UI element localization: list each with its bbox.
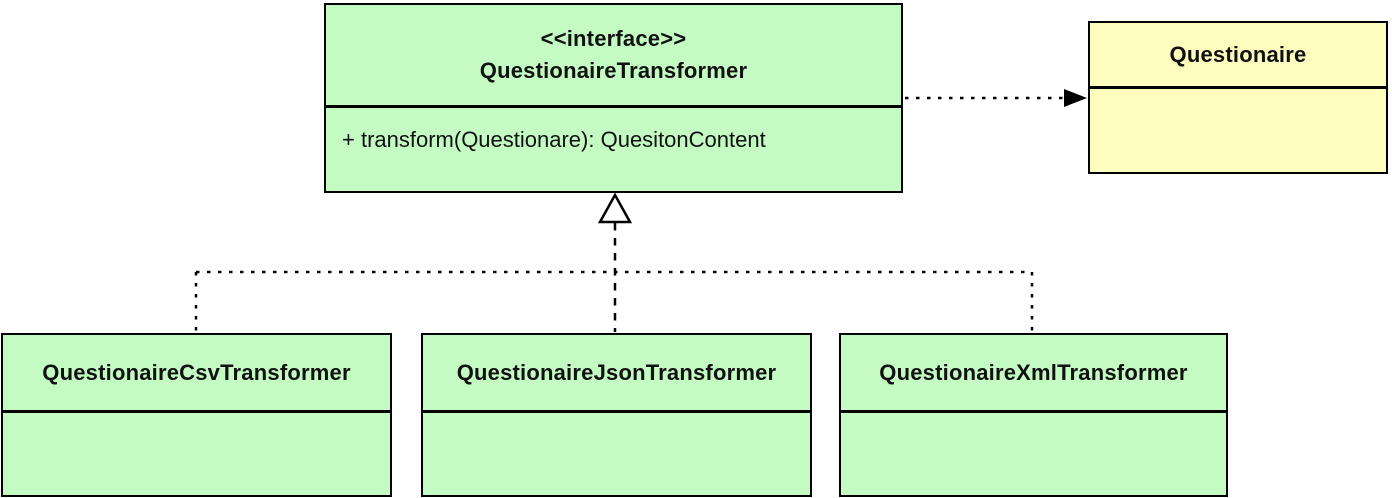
- class-name: QuestionaireTransformer: [479, 58, 748, 83]
- class-header: Questionaire: [1090, 23, 1386, 89]
- class-box-questionaire-transformer: <<interface>> QuestionaireTransformer + …: [324, 3, 903, 193]
- class-box-questionaire-json-transformer: QuestionaireJsonTransformer: [421, 333, 812, 497]
- class-methods-compartment: + transform(Questionare): QuesitonConten…: [326, 108, 901, 191]
- class-name: Questionaire: [1169, 41, 1307, 67]
- class-header: QuestionaireXmlTransformer: [841, 335, 1226, 413]
- class-body-compartment: [423, 413, 810, 495]
- realization-triangle-icon: [597, 192, 633, 224]
- class-body-compartment: [841, 413, 1226, 495]
- class-box-questionaire: Questionaire: [1088, 21, 1388, 174]
- class-header: QuestionaireJsonTransformer: [423, 335, 810, 413]
- class-name: QuestionaireJsonTransformer: [456, 359, 777, 385]
- interface-stereotype: <<interface>>: [540, 26, 687, 51]
- class-box-questionaire-xml-transformer: QuestionaireXmlTransformer: [839, 333, 1228, 497]
- class-name: QuestionaireXmlTransformer: [879, 359, 1188, 385]
- class-body-compartment: [3, 413, 390, 495]
- class-name: QuestionaireCsvTransformer: [42, 359, 351, 385]
- class-header: QuestionaireCsvTransformer: [3, 335, 390, 413]
- class-box-questionaire-csv-transformer: QuestionaireCsvTransformer: [1, 333, 392, 497]
- class-body-compartment: [1090, 89, 1386, 172]
- class-header: <<interface>> QuestionaireTransformer: [326, 5, 901, 108]
- dependency-arrowhead-icon: [1064, 89, 1087, 107]
- method-signature: + transform(Questionare): QuesitonConten…: [342, 127, 766, 152]
